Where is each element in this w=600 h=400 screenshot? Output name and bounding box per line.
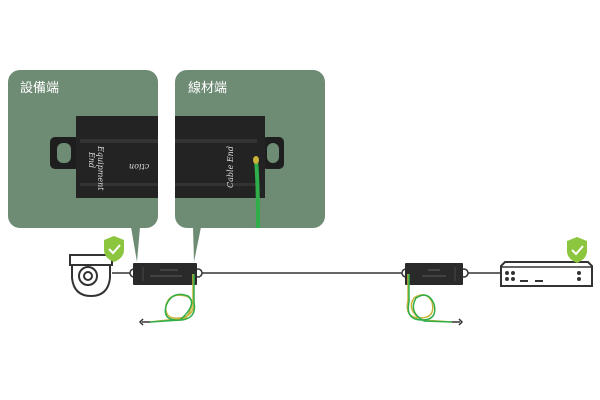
device-closeup: Equipment End ction: [50, 116, 158, 198]
device-closeup: Cable End: [175, 116, 284, 229]
check-shield-icon: [104, 236, 124, 262]
panel-title: 設備端: [20, 80, 59, 96]
cable-end-panel: 線材端 Cable End: [175, 70, 325, 262]
surge-protector-equipment-side: [129, 263, 203, 326]
panel-pointer: [193, 227, 201, 262]
panel-pointer: [131, 227, 140, 262]
equipment-end-panel: 設備端 Equipment End ction: [8, 70, 158, 262]
device-label: Equipment: [96, 145, 105, 191]
panel-title: 線材端: [188, 80, 227, 96]
device-label: ction: [129, 162, 149, 171]
surge-protector-switch-side: [401, 263, 469, 326]
check-shield-icon: [567, 237, 587, 263]
device-label: Cable End: [226, 146, 235, 188]
network-switch-icon: [500, 261, 593, 287]
device-label: End: [87, 151, 96, 168]
camera-icon: [69, 254, 113, 298]
